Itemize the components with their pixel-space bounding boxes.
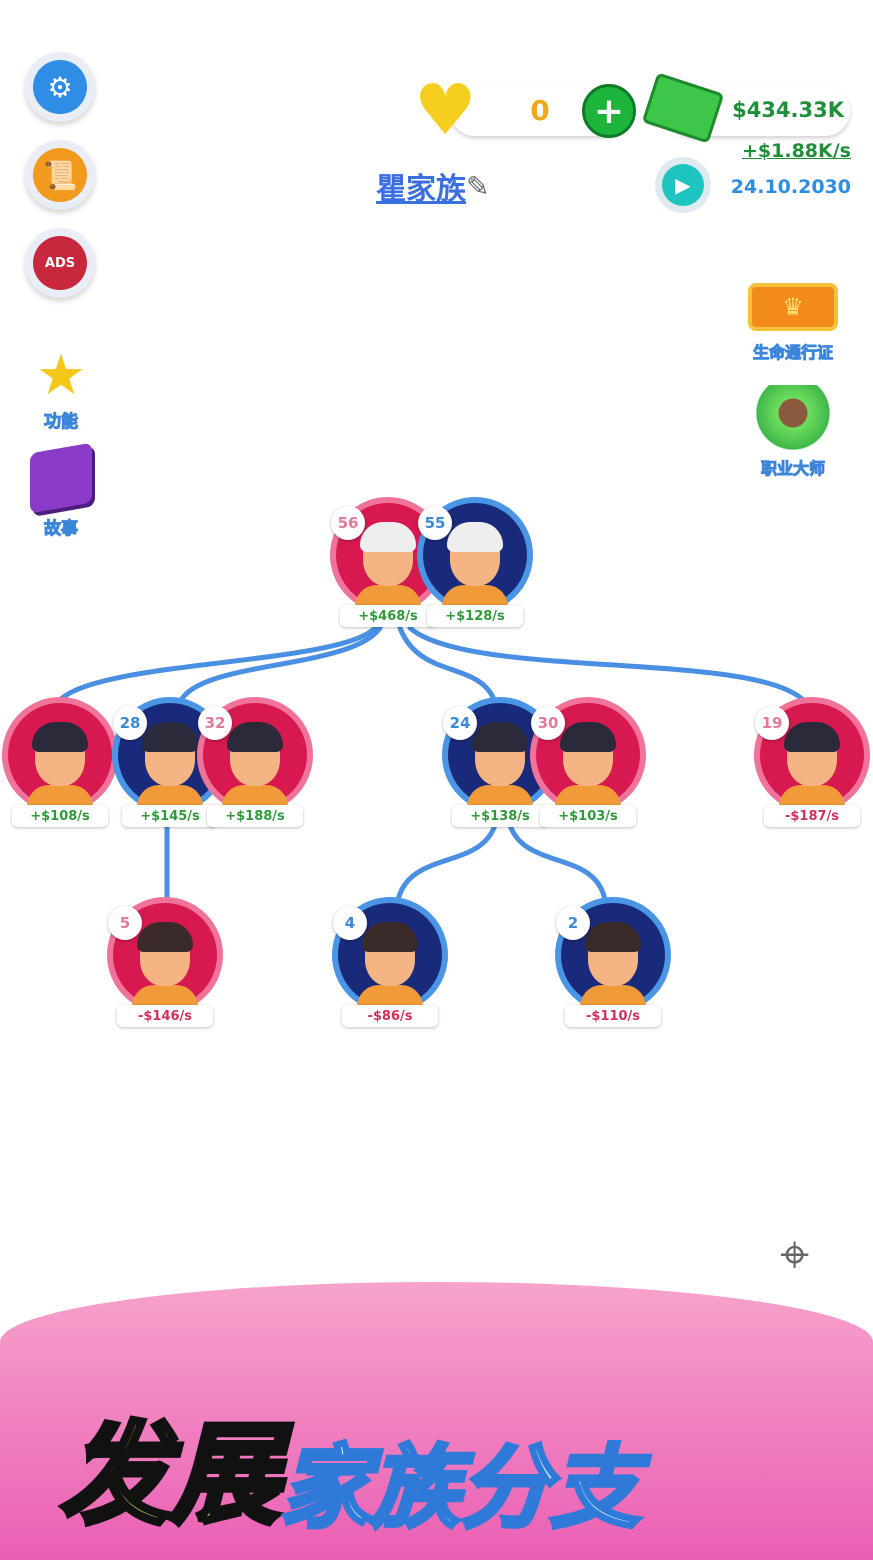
crown-icon: ♛ bbox=[748, 283, 838, 331]
body bbox=[222, 785, 288, 807]
branch-line bbox=[395, 822, 498, 903]
age-badge: 4 bbox=[333, 906, 367, 940]
hair bbox=[142, 721, 198, 752]
scroll-button[interactable]: 📜 bbox=[25, 140, 95, 210]
income-label: +$103/s bbox=[540, 805, 636, 827]
hair bbox=[137, 921, 193, 952]
story-label: 故事 bbox=[44, 519, 79, 540]
hair bbox=[362, 921, 418, 952]
life-pass-label: 生命通行证 bbox=[752, 343, 833, 363]
tree-connections bbox=[57, 625, 808, 903]
income-label: +$138/s bbox=[452, 805, 548, 827]
age-badge: 32 bbox=[198, 706, 232, 740]
income-label: +$188/s bbox=[207, 805, 303, 827]
age-badge: 30 bbox=[531, 706, 565, 740]
branch-line bbox=[507, 822, 608, 903]
age-badge: 2 bbox=[556, 906, 590, 940]
body bbox=[555, 785, 621, 807]
body bbox=[27, 785, 93, 807]
family-member-node[interactable] bbox=[2, 697, 118, 813]
body bbox=[580, 985, 646, 1007]
banner-title-part1: 发展 bbox=[58, 1409, 283, 1542]
story-button[interactable]: 故事 bbox=[22, 442, 100, 540]
income-label: -$146/s bbox=[117, 1005, 213, 1027]
age-badge: 5 bbox=[108, 906, 142, 940]
settings-button[interactable]: ⚙ bbox=[25, 52, 95, 122]
banner-title: 发展 家族分支 bbox=[58, 1385, 643, 1545]
income-label: +$468/s bbox=[340, 605, 436, 627]
family-name-button[interactable]: 瞿家族 ✎ bbox=[376, 164, 489, 208]
income-label: -$86/s bbox=[342, 1005, 438, 1027]
hair bbox=[472, 721, 528, 752]
branch-line bbox=[177, 625, 383, 705]
age-badge: 19 bbox=[755, 706, 789, 740]
gear-icon: ⚙ bbox=[33, 60, 87, 114]
hair bbox=[227, 721, 283, 752]
star-icon: ★ bbox=[35, 343, 87, 408]
hearts-value: 0 bbox=[530, 94, 550, 127]
branch-line bbox=[407, 625, 808, 705]
no-ads-button[interactable]: ADS bbox=[25, 228, 95, 298]
income-rate: +$1.88K/s bbox=[742, 140, 851, 162]
heart-icon: ♥ bbox=[414, 69, 477, 151]
hair bbox=[360, 521, 416, 552]
play-icon: ▶ bbox=[662, 164, 704, 206]
body bbox=[357, 985, 423, 1007]
age-badge: 55 bbox=[418, 506, 452, 540]
income-label: +$108/s bbox=[12, 805, 108, 827]
age-badge: 56 bbox=[331, 506, 365, 540]
bottom-banner bbox=[0, 1282, 873, 1560]
branch-line bbox=[57, 625, 378, 703]
hair bbox=[560, 721, 616, 752]
branch-line bbox=[397, 625, 498, 705]
game-date: 24.10.2030 bbox=[730, 176, 851, 198]
body bbox=[467, 785, 533, 807]
hair bbox=[784, 721, 840, 752]
no-ads-icon: ADS bbox=[33, 236, 87, 290]
body bbox=[355, 585, 421, 607]
pencil-icon: ✎ bbox=[466, 169, 490, 203]
play-button[interactable]: ▶ bbox=[655, 157, 711, 213]
scroll-icon: 📜 bbox=[33, 148, 87, 202]
body bbox=[442, 585, 508, 607]
income-label: +$128/s bbox=[427, 605, 523, 627]
hair bbox=[447, 521, 503, 552]
career-master-label: 职业大师 bbox=[760, 459, 825, 479]
age-badge: 24 bbox=[443, 706, 477, 740]
age-badge: 28 bbox=[113, 706, 147, 740]
location-pin-icon: ⌖ bbox=[780, 1225, 810, 1285]
career-master-icon bbox=[750, 385, 836, 455]
hair bbox=[585, 921, 641, 952]
income-label: +$145/s bbox=[122, 805, 218, 827]
feature-label: 功能 bbox=[44, 412, 79, 433]
body bbox=[137, 785, 203, 807]
body bbox=[779, 785, 845, 807]
hair bbox=[32, 721, 88, 752]
body bbox=[132, 985, 198, 1007]
location-pin-button[interactable]: ⌖ bbox=[780, 1225, 809, 1286]
income-label: -$187/s bbox=[764, 805, 860, 827]
banner-title-part2: 家族分支 bbox=[278, 1434, 642, 1543]
feature-button[interactable]: ★ 功能 bbox=[22, 343, 100, 433]
income-label: -$110/s bbox=[565, 1005, 661, 1027]
family-name: 瞿家族 bbox=[376, 172, 466, 207]
career-master-button[interactable]: 职业大师 bbox=[740, 385, 846, 479]
money-value: $434.33K bbox=[732, 98, 844, 122]
life-pass-button[interactable]: ♛ 生命通行证 bbox=[740, 283, 846, 363]
add-hearts-button[interactable]: + bbox=[582, 84, 636, 138]
